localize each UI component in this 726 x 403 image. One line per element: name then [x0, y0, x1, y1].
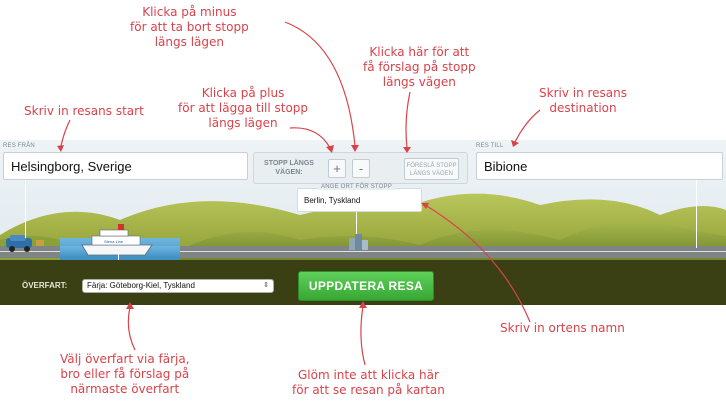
note-dest-line1: Skriv in resans [539, 86, 628, 100]
note-plus: Klicka på plus för att lägga till stopp … [178, 86, 308, 131]
from-label: RES FRÅN [3, 143, 35, 149]
ferry-name: Stena Line [104, 239, 124, 244]
arrow-ferry [127, 306, 136, 351]
note-suggest-line1: Klicka här för att [369, 45, 470, 59]
arrow-destination [514, 109, 541, 143]
city-building-3 [362, 240, 368, 250]
note-update-line2: för att se resan på kartan [292, 383, 445, 397]
crossing-label: ÖVERFART: [22, 281, 68, 290]
note-ferry-line1: Välj överfart via färja, [60, 352, 190, 366]
city-building-2 [355, 234, 362, 250]
ferry-pin-line [118, 248, 119, 268]
stop-input[interactable]: Berlin, Tyskland [304, 196, 361, 205]
car-wheel-back [24, 246, 30, 252]
stops-panel: STOPP LÄNGS VÄGEN: + - FÖRESLÅ STOPP LÄN… [253, 152, 468, 184]
stop-input-label: ANGE ORT FÖR STOPP [318, 184, 395, 190]
ferry-bridge [99, 229, 129, 237]
note-suggest: Klicka här för att få förslag på stopp l… [363, 45, 476, 90]
chevron-updown-icon: ⇕ [263, 282, 269, 289]
note-suggest-line3: längs vägen [382, 75, 456, 89]
stop-pin-line [356, 210, 357, 234]
note-suggest-line2: få förslag på stopp [363, 60, 476, 74]
car-roof [10, 235, 26, 241]
note-update: Glöm inte att klicka här för att se resa… [292, 368, 445, 398]
note-dest-line2: destination [549, 101, 617, 115]
note-minus-line2: för att ta bort stopp [130, 20, 249, 34]
dest-pin-line [696, 172, 697, 248]
stop-input-box: ANGE ORT FÖR STOPP Berlin, Tyskland [297, 184, 422, 212]
note-ferry-line2: bro eller få förslag på [60, 367, 190, 381]
arrow-update [360, 305, 366, 366]
remove-stop-button[interactable]: - [352, 159, 370, 178]
car-trailer [36, 240, 44, 246]
city-icon [349, 238, 355, 250]
to-label: RES TILL [476, 143, 504, 149]
note-stopname: Skriv in ortens namn [500, 321, 625, 335]
note-ferry-line3: närmaste överfart [70, 382, 180, 396]
crossing-select[interactable]: Färja: Göteborg-Kiel, Tyskland ⇕ [82, 279, 274, 293]
note-ferry: Välj överfart via färja, bro eller få fö… [60, 352, 190, 397]
update-trip-button[interactable]: UPPDATERA RESA [298, 271, 434, 301]
ferry-funnel [118, 224, 124, 230]
note-plus-line2: för att lägga till stopp [178, 101, 309, 115]
from-input[interactable]: Helsingborg, Sverige [3, 152, 248, 180]
ferry-hull [81, 244, 153, 256]
note-minus-line1: Klicka på minus [142, 5, 237, 19]
car-wheel-front [9, 246, 15, 252]
note-minus-line3: längs lägen [154, 35, 224, 49]
note-update-line1: Glöm inte att klicka här [297, 368, 439, 382]
note-destination: Skriv in resans destination [539, 86, 627, 116]
note-plus-line3: längs lägen [208, 116, 278, 130]
suggest-stops-button[interactable]: FÖRESLÅ STOPP LÄNGS VÄGEN [404, 158, 459, 180]
road-marking [0, 251, 726, 252]
note-minus: Klicka på minus för att ta bort stopp lä… [130, 5, 249, 50]
crossing-select-value: Färja: Göteborg-Kiel, Tyskland [87, 281, 195, 290]
destination-input[interactable]: Bibione [476, 152, 723, 180]
stops-label: STOPP LÄNGS VÄGEN: [264, 160, 314, 176]
note-start: Skriv in resans start [24, 104, 144, 118]
note-plus-line1: Klicka på plus [201, 86, 285, 100]
start-pin-line [25, 172, 26, 238]
add-stop-button[interactable]: + [328, 159, 346, 178]
